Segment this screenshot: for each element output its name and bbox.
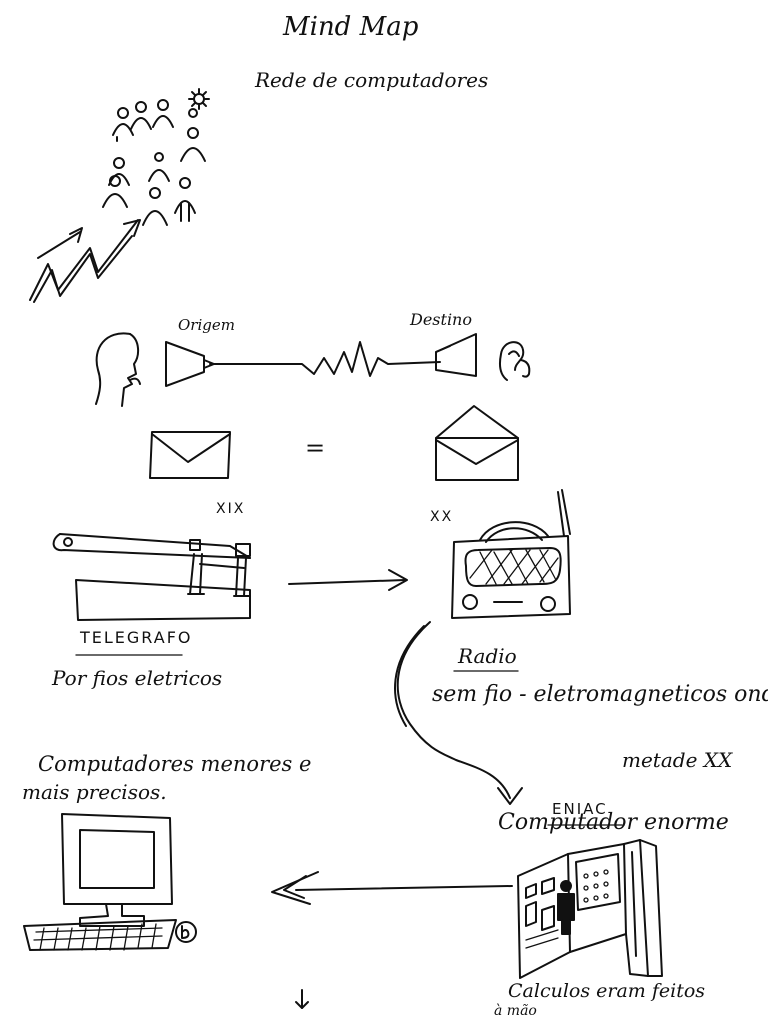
modern-computers-line1: Computadores menores e: [38, 754, 311, 775]
telegraph-label: TELEGRAFO: [80, 630, 193, 646]
arrow-telegraph-to-radio: [285, 566, 415, 596]
desktop-computer-icon: [22, 808, 202, 954]
signal-wave-line: [210, 338, 440, 388]
equals-sign: =: [305, 436, 325, 460]
telegraph-underline: [74, 652, 184, 658]
telegraph-description: Por fios eletricos: [52, 668, 222, 688]
arrow-eniac-to-computer: [266, 866, 516, 910]
origin-label: Origem: [178, 318, 235, 333]
mid-century-label: metade XX: [622, 750, 732, 770]
page-subtitle: Rede de computadores: [255, 70, 488, 90]
receiver-icon: [432, 330, 484, 380]
people-network-icon: [95, 85, 225, 235]
page-title: Mind Map: [283, 14, 418, 40]
radio-icon: [440, 488, 580, 624]
eniac-icon: [514, 836, 664, 982]
down-arrow-icon: [292, 988, 312, 1012]
curved-arrow-radio-to-eniac: [388, 618, 528, 808]
ear-icon: [495, 334, 535, 386]
century-19-label: XIX: [216, 502, 245, 516]
eniac-description: Computador enorme: [498, 812, 729, 834]
envelope-open-icon: [432, 400, 526, 484]
modern-computers-line2: mais precisos.: [22, 782, 167, 802]
speaking-head-icon: [90, 330, 150, 410]
growth-arrow-icon: [28, 218, 148, 308]
telegraph-key-icon: [50, 528, 262, 626]
eniac-note-line2: à mão: [494, 1004, 537, 1018]
envelope-closed-icon: [148, 428, 238, 482]
destination-label: Destino: [410, 312, 472, 328]
eniac-note-line1: Calculos eram feitos: [508, 982, 705, 1001]
